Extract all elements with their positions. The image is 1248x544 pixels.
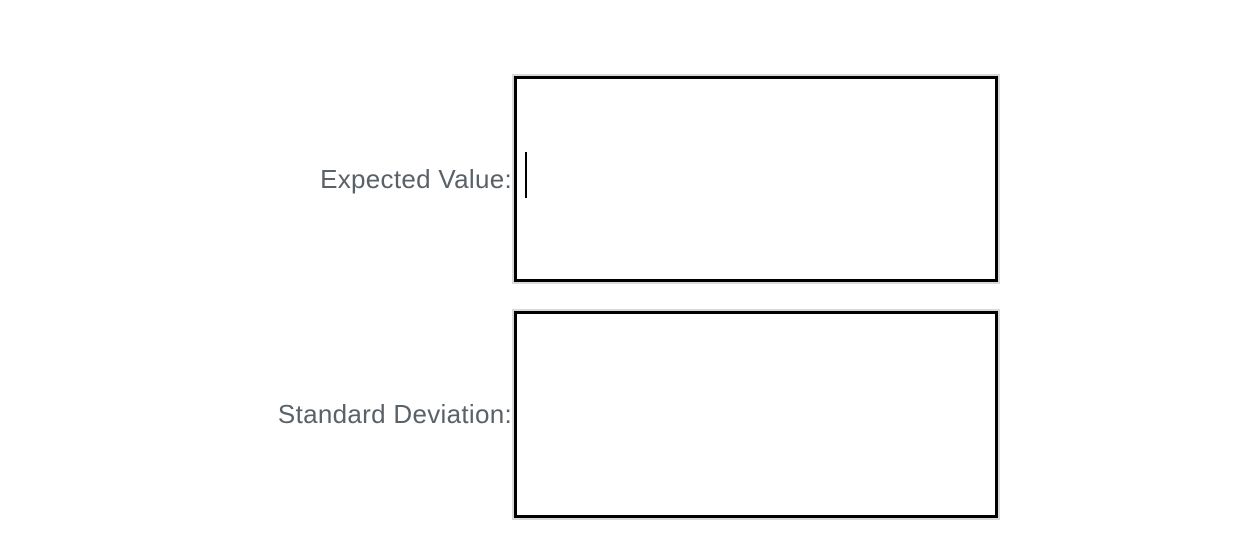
standard-deviation-input[interactable] — [512, 309, 1000, 520]
expected-value-input[interactable] — [512, 74, 1000, 284]
standard-deviation-row: Standard Deviation: — [0, 309, 1248, 520]
expected-value-label: Expected Value: — [320, 163, 512, 194]
expected-value-row: Expected Value: — [0, 74, 1248, 284]
standard-deviation-label: Standard Deviation: — [277, 399, 512, 429]
